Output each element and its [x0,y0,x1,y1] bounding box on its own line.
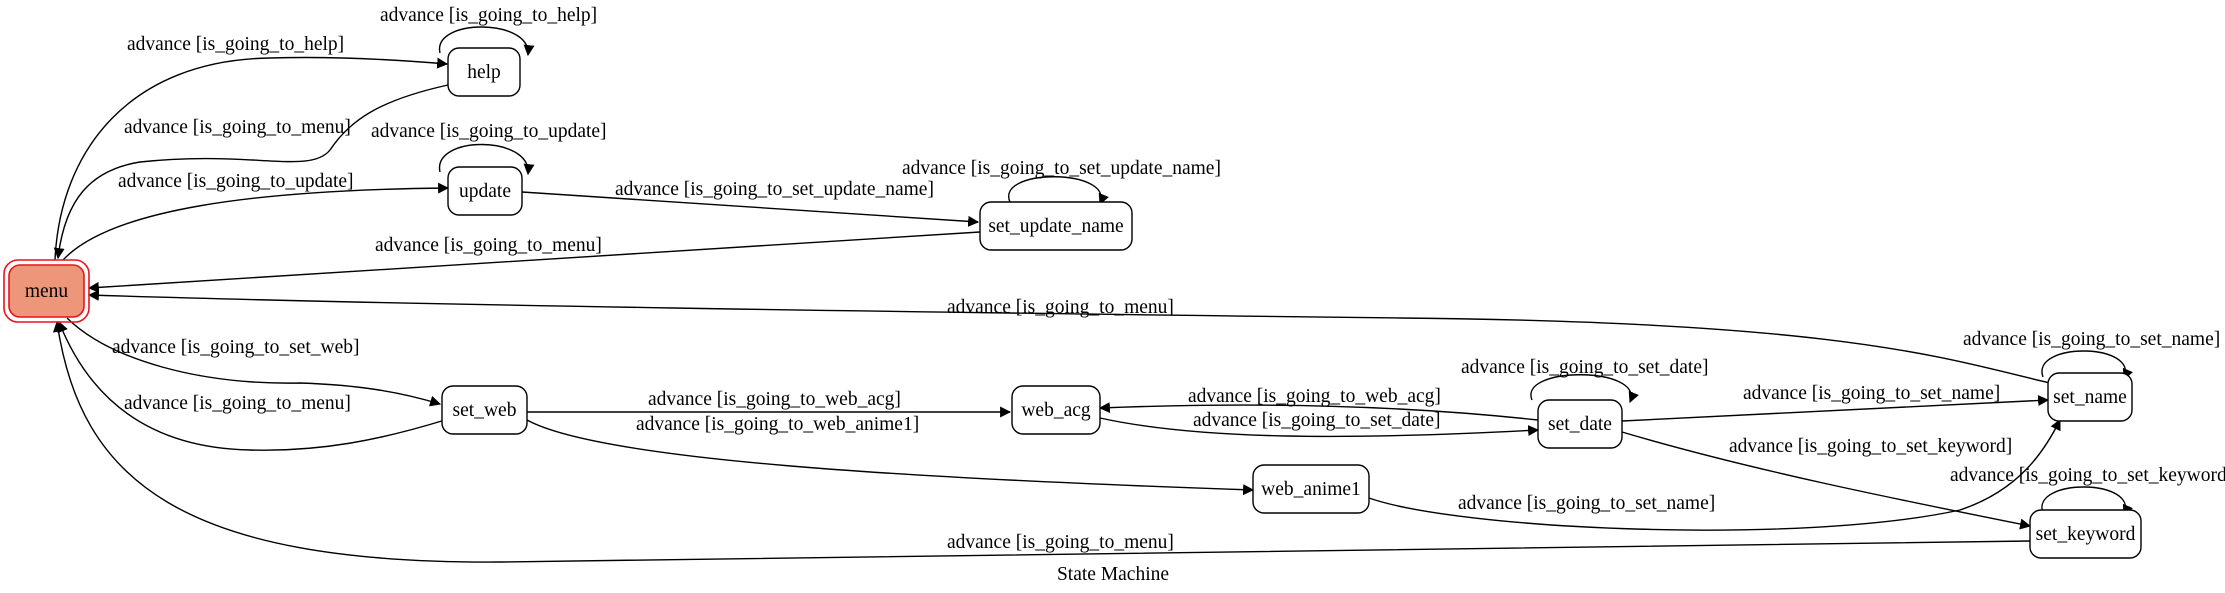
label-menu-to-update: advance [is_going_to_update] [118,171,354,192]
edge-update-to-set-update-name [521,191,980,227]
state-menu-label: menu [25,281,69,302]
state-set-web[interactable]: set_web [441,385,528,435]
edge-help-self [439,26,535,57]
edge-set-keyword-self [2041,486,2133,517]
state-set-date-label: set_date [1548,414,1612,435]
label-menu-to-set-web: advance [is_going_to_set_web] [112,337,359,358]
state-set-date[interactable]: set_date [1537,399,1623,449]
label-set-date-self: advance [is_going_to_set_date] [1461,357,1708,378]
edge-menu-to-update [62,182,450,261]
label-set-name-to-menu: advance [is_going_to_menu] [947,297,1174,318]
state-web-anime1[interactable]: web_anime1 [1252,464,1370,514]
state-set-keyword-label: set_keyword [2036,524,2136,545]
edge-set-date-to-set-name [1621,394,2050,422]
state-update-label: update [459,181,511,202]
edge-set-name-to-menu [87,289,2051,384]
label-set-web-to-web-acg: advance [is_going_to_web_acg] [648,389,901,410]
state-help-label: help [467,62,501,83]
label-set-update-name-self: advance [is_going_to_set_update_name] [902,158,1221,179]
edge-set-update-name-to-menu [87,231,981,293]
state-set-name-label: set_name [2053,387,2127,408]
diagram-caption: State Machine [1057,564,1169,585]
state-set-update-name-label: set_update_name [988,216,1123,237]
state-web-acg[interactable]: web_acg [1011,385,1101,435]
edge-help-to-menu [53,84,449,260]
state-set-update-name[interactable]: set_update_name [979,201,1133,251]
label-help-self: advance [is_going_to_help] [380,5,597,26]
edge-set-date-self [1530,374,1639,404]
edge-set-date-to-set-keyword [1621,431,2032,530]
state-menu[interactable]: menu [3,259,90,323]
state-update[interactable]: update [447,166,523,216]
label-web-anime1-to-set-name: advance [is_going_to_set_name] [1458,493,1715,514]
label-update-self: advance [is_going_to_update] [371,121,607,142]
label-set-web-to-menu: advance [is_going_to_menu] [124,393,351,414]
state-set-keyword[interactable]: set_keyword [2029,509,2142,559]
label-set-web-to-web-anime1: advance [is_going_to_web_anime1] [636,414,919,435]
edge-set-update-name-self [1008,176,1109,206]
edge-menu-to-help [54,56,449,261]
label-set-date-to-set-name: advance [is_going_to_set_name] [1743,383,2000,404]
state-web-anime1-label: web_anime1 [1261,479,1361,500]
label-set-date-to-set-keyword: advance [is_going_to_set_keyword] [1729,436,2012,457]
edge-menu-to-set-web [66,317,442,407]
label-help-to-menu: advance [is_going_to_menu] [124,117,351,138]
edge-web-acg-to-set-date [1099,417,1540,438]
edge-update-self [439,143,535,176]
edge-set-name-self [2041,350,2133,381]
label-set-keyword-to-menu: advance [is_going_to_menu] [947,532,1174,553]
label-menu-to-help: advance [is_going_to_help] [127,34,344,55]
label-set-name-self: advance [is_going_to_set_name] [1963,329,2220,350]
label-set-update-name-to-menu: advance [is_going_to_menu] [375,235,602,256]
state-web-acg-label: web_acg [1021,400,1091,421]
edge-set-web-to-menu [57,320,446,451]
label-set-keyword-self: advance [is_going_to_set_keyword] [1950,465,2225,486]
edge-set-date-to-web-acg [1098,402,1539,421]
label-web-acg-to-set-date: advance [is_going_to_set_date] [1193,410,1440,431]
edge-set-web-to-web-anime1 [526,419,1255,496]
state-set-web-label: set_web [453,400,517,421]
label-update-to-set-update-name: advance [is_going_to_set_update_name] [615,179,934,200]
label-set-date-to-web-acg: advance [is_going_to_web_acg] [1188,386,1441,407]
state-set-name[interactable]: set_name [2047,372,2133,422]
edge-web-anime1-to-set-name [1368,419,2061,531]
state-help[interactable]: help [447,47,521,97]
